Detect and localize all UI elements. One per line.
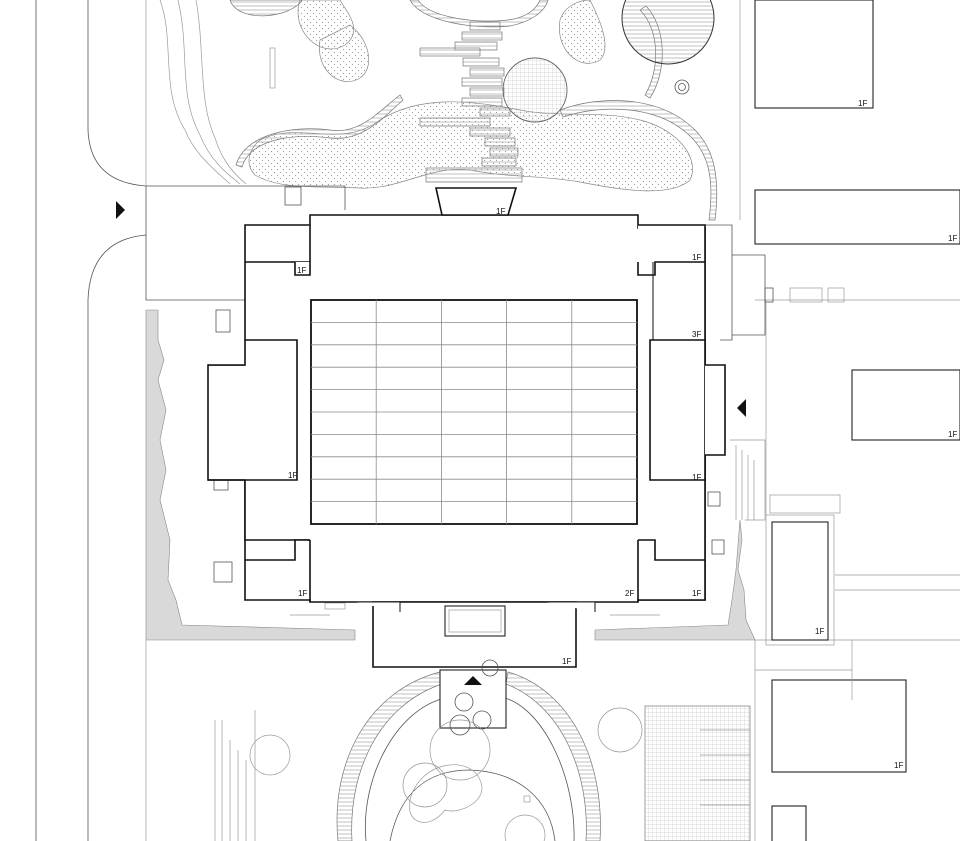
label-court-se: 2F xyxy=(625,589,634,598)
round-pavilion-grid xyxy=(502,57,568,123)
label-south-entry: 1F xyxy=(562,657,571,666)
label-top-entry: 1F xyxy=(496,207,505,216)
site-terrace xyxy=(145,185,960,646)
label-ext-5: 1F xyxy=(894,761,903,770)
west-planting-strip xyxy=(145,309,356,641)
round-pavilion-striped xyxy=(621,0,715,65)
entrance-arrow-west-icon xyxy=(116,201,125,219)
label-ext-3: 1F xyxy=(948,430,957,439)
east-planting-strip xyxy=(594,519,756,641)
street-west xyxy=(35,0,147,841)
label-e-wing: 1F xyxy=(692,473,701,482)
label-ext-2: 1F xyxy=(948,234,957,243)
label-sw-corner: 1F xyxy=(298,589,307,598)
label-nw-inner: 1F xyxy=(297,266,306,275)
label-e-annex: 3F xyxy=(692,330,701,339)
north-garden xyxy=(159,0,718,221)
label-ext-4: 1F xyxy=(815,627,824,636)
entrance-arrow-south-icon xyxy=(464,676,482,685)
neighbor-buildings-east xyxy=(739,0,960,841)
label-se-corner: 1F xyxy=(692,589,701,598)
entrance-arrow-east-icon xyxy=(737,399,746,417)
central-courtyard xyxy=(310,299,638,525)
label-ext-1: 1F xyxy=(858,99,867,108)
south-plaza xyxy=(145,640,756,841)
label-ne-corner: 1F xyxy=(692,253,701,262)
label-w-wing: 1F xyxy=(288,471,297,480)
